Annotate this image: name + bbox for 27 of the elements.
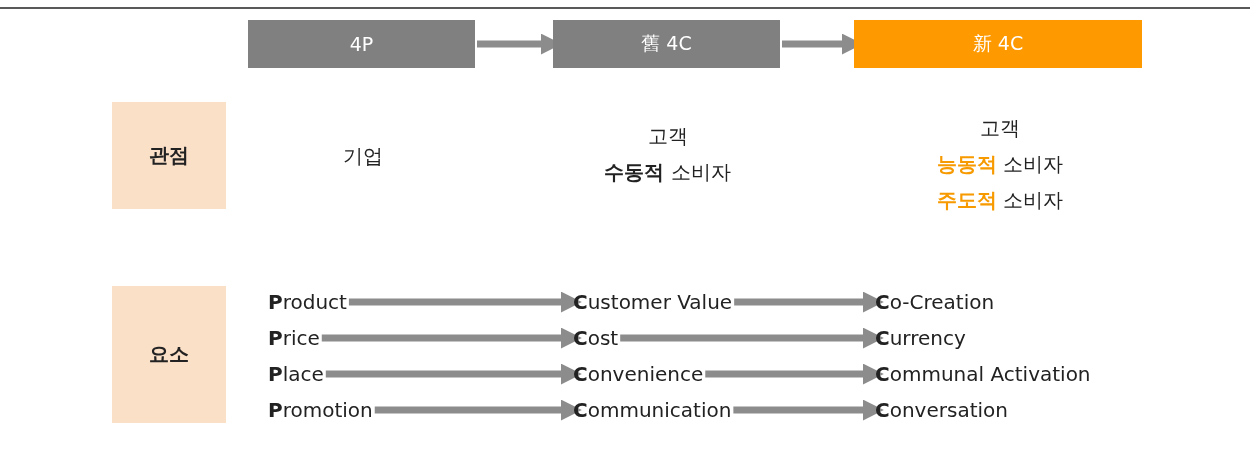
element-text: Co-Creation	[875, 285, 995, 319]
row-header: 관점	[112, 102, 226, 209]
element-text: Communal Activation	[875, 357, 1091, 391]
row-header: 요소	[112, 286, 226, 423]
element-text: Cost	[573, 321, 619, 355]
element-text: Convenience	[573, 357, 704, 391]
arrow	[325, 363, 582, 385]
element-text: Customer Value	[573, 285, 733, 319]
viewpoint-text: 기업	[290, 138, 435, 178]
element-text: Conversation	[875, 393, 1008, 427]
header-bar: 新 4C	[854, 20, 1142, 68]
header-bar: 4P	[248, 20, 475, 68]
element-text: Promotion	[268, 393, 373, 427]
element-text: Place	[268, 357, 324, 391]
viewpoint-text: 능동적 소비자	[935, 151, 1065, 178]
arrow	[374, 399, 582, 421]
element-text: Currency	[875, 321, 966, 355]
element-text: Product	[268, 285, 347, 319]
arrow	[321, 327, 582, 349]
arrow	[348, 291, 582, 313]
viewpoint-text: 주도적 소비자	[935, 187, 1065, 214]
element-text: Communication	[573, 393, 732, 427]
viewpoint-text: 고객	[646, 123, 689, 150]
viewpoint-text: 고객	[979, 115, 1021, 142]
element-text: Price	[268, 321, 320, 355]
header-bar: 舊 4C	[553, 20, 780, 68]
viewpoint-text: 수동적 소비자	[603, 159, 732, 186]
